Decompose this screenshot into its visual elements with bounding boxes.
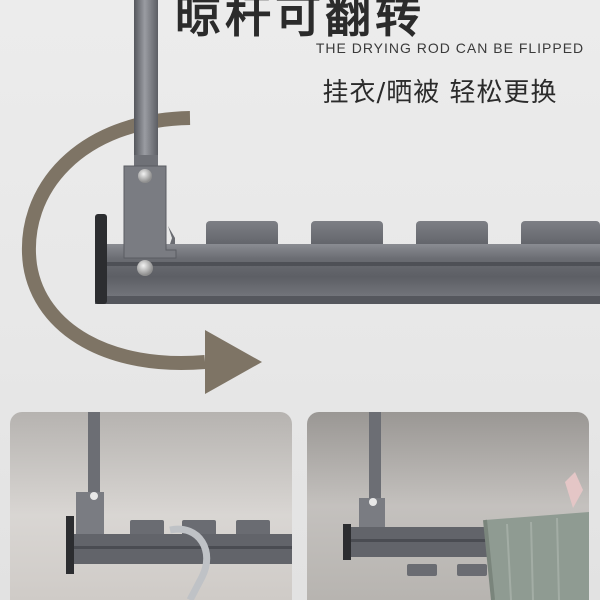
subtitle-chinese: 挂衣/晒被 轻松更换 <box>322 78 558 108</box>
lock-bolt-icon <box>137 260 153 276</box>
subtitle-english: THE DRYING ROD CAN BE FLIPPED <box>315 40 585 56</box>
curved-arrow-icon <box>21 111 262 394</box>
drying-rod <box>95 214 600 304</box>
rod-tabs <box>168 221 600 251</box>
drying-rod-illustration <box>21 0 600 394</box>
thumbnail-hanger-mode <box>10 412 292 600</box>
hanging-pole <box>134 0 158 180</box>
pivot-bolt-icon <box>138 169 152 183</box>
pivot-bracket <box>123 165 177 276</box>
thumbnail-quilt-mode <box>307 412 589 600</box>
headline: 晾杆可翻转 <box>175 0 425 43</box>
